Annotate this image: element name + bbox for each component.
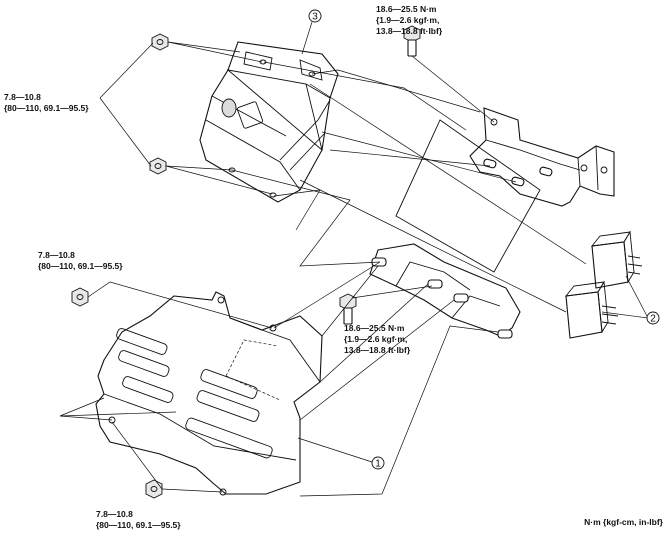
leader-lines <box>59 21 649 497</box>
module-unit-part-3 <box>199 41 339 203</box>
svg-text:3: 3 <box>312 12 318 23</box>
svg-text:7.8—10.8: 7.8—10.8 <box>38 250 75 260</box>
svg-text:{1.9—2.6 kgf·m,: {1.9—2.6 kgf·m, <box>344 334 407 344</box>
svg-text:2: 2 <box>650 314 656 325</box>
svg-text:7.8—10.8: 7.8—10.8 <box>96 509 133 519</box>
nut-middle-left <box>71 287 89 307</box>
callout-3: 3 <box>308 9 322 23</box>
nut-upper-1 <box>151 33 169 51</box>
plate-stud <box>453 293 469 303</box>
plate-stud <box>427 279 443 289</box>
units-legend: N·m {kgf-cm, in-lbf} <box>584 517 664 527</box>
nut-bottom <box>145 479 163 499</box>
torque-label-nut-middle-left: 7.8—10.8 {80—110, 69.1—95.5} <box>38 250 123 271</box>
bolt-middle <box>339 293 357 325</box>
callout-2: 2 <box>646 311 660 325</box>
torque-label-nuts-upper-left: 7.8—10.8 {80—110, 69.1—95.5} <box>4 92 89 113</box>
torque-label-bolt-middle: 18.6—25.5 N·m {1.9—2.6 kgf·m, 13.8—18.8 … <box>344 323 411 355</box>
callout-1: 1 <box>371 456 385 470</box>
torque-label-nut-bottom: 7.8—10.8 {80—110, 69.1—95.5} <box>96 509 181 530</box>
connectors-part-2 <box>564 230 643 339</box>
mounting-bracket <box>469 107 615 207</box>
svg-text:18.6—25.5 N·m: 18.6—25.5 N·m <box>376 4 437 14</box>
svg-text:13.8—18.8 ft·lbf}: 13.8—18.8 ft·lbf} <box>376 26 443 36</box>
cover-part-1 <box>95 291 323 496</box>
svg-text:{80—110, 69.1—95.5}: {80—110, 69.1—95.5} <box>38 261 123 271</box>
torque-label-bolt-upper: 18.6—25.5 N·m {1.9—2.6 kgf·m, 13.8—18.8 … <box>376 4 443 36</box>
plate-stud <box>497 329 513 339</box>
svg-text:7.8—10.8: 7.8—10.8 <box>4 92 41 102</box>
svg-text:{1.9—2.6 kgf·m,: {1.9—2.6 kgf·m, <box>376 15 439 25</box>
lower-mounting-plate <box>369 119 541 339</box>
svg-text:13.8—18.8 ft·lbf}: 13.8—18.8 ft·lbf} <box>344 345 411 355</box>
nut-upper-2 <box>149 157 167 175</box>
bracket-stud <box>539 166 553 177</box>
svg-text:18.6—25.5 N·m: 18.6—25.5 N·m <box>344 323 405 333</box>
bolt-upper <box>403 25 421 57</box>
svg-text:1: 1 <box>375 459 381 470</box>
svg-text:{80—110, 69.1—95.5}: {80—110, 69.1—95.5} <box>4 103 89 113</box>
bracket-stud <box>511 176 525 187</box>
svg-text:{80—110, 69.1—95.5}: {80—110, 69.1—95.5} <box>96 520 181 530</box>
